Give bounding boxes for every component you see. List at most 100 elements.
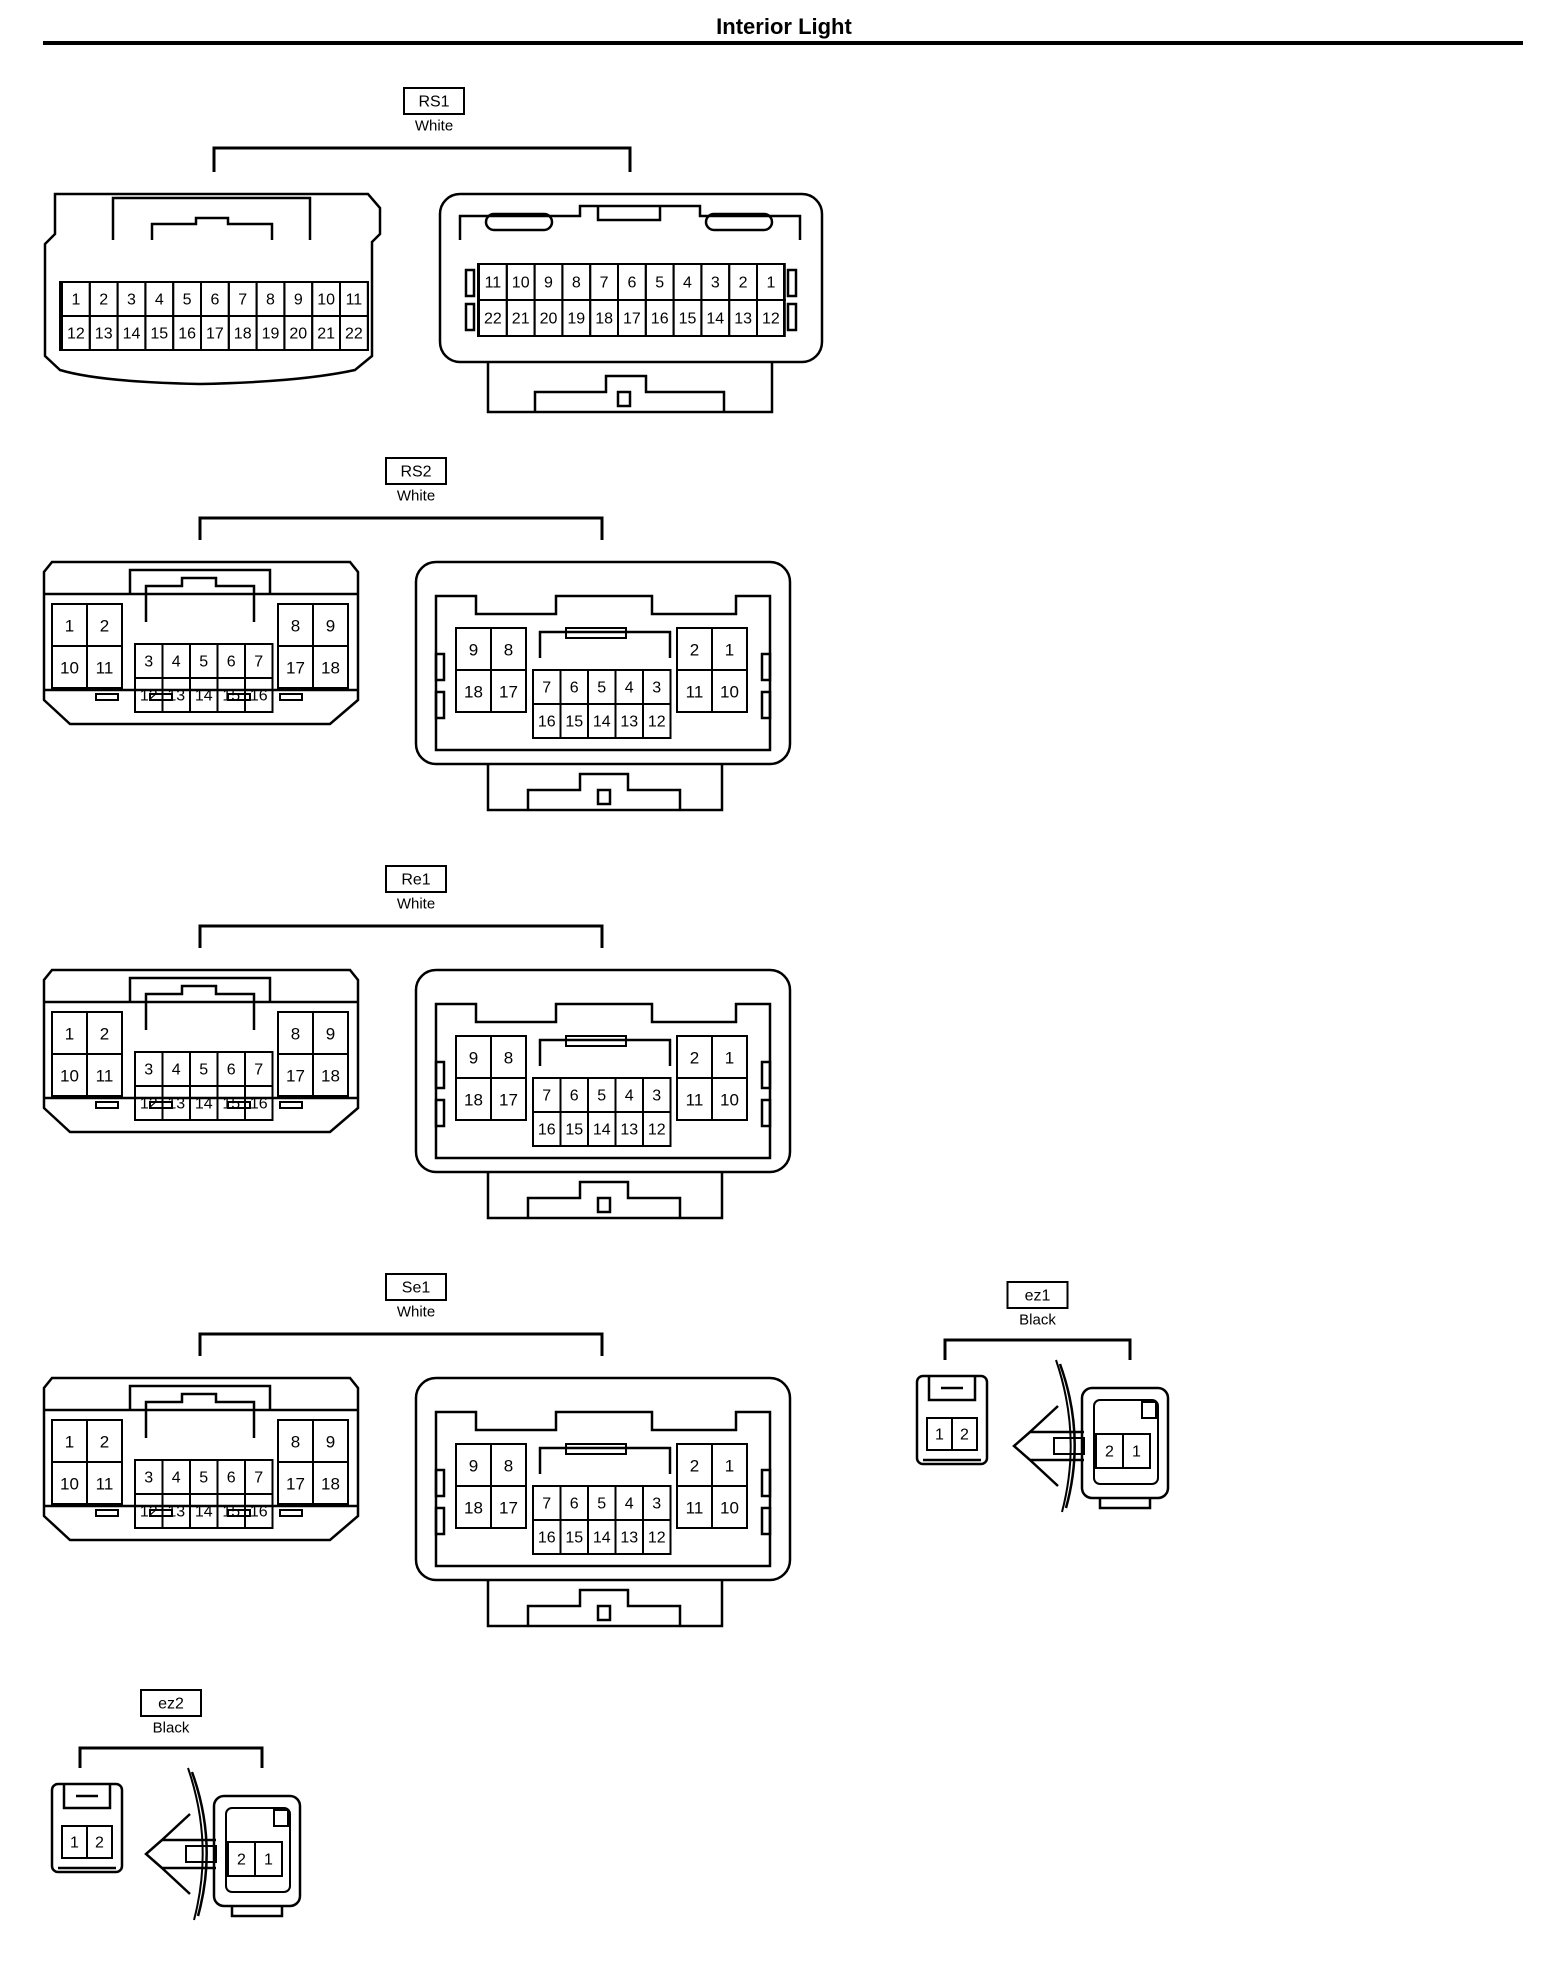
inner-frame <box>458 204 802 240</box>
pin-number: 20 <box>540 311 558 328</box>
lock-tab-notch <box>596 1196 612 1214</box>
polarity-mark <box>1141 1401 1157 1419</box>
inner-frame <box>225 1807 291 1893</box>
pin-number: 21 <box>317 326 335 343</box>
pin-number: 10 <box>317 292 335 309</box>
inner-frame <box>434 1002 772 1160</box>
pin-number: 20 <box>289 326 307 343</box>
guide <box>434 1098 446 1128</box>
latch-lever <box>144 1392 256 1438</box>
lock-housing <box>486 362 774 414</box>
lock-tab-notch <box>596 788 612 806</box>
housing <box>42 560 360 726</box>
pin-number: 9 <box>469 1457 478 1476</box>
pin-number: 2 <box>100 1025 109 1044</box>
clip-arm <box>187 1767 204 1921</box>
latch-frame <box>128 1384 272 1410</box>
clip-stem <box>185 1845 217 1863</box>
pin-number: 10 <box>60 1067 79 1086</box>
latch-lever <box>144 576 256 622</box>
pin-cell <box>490 1485 527 1529</box>
pin-number: 18 <box>321 1067 340 1086</box>
pin-number: 2 <box>690 641 699 660</box>
pin-number: 6 <box>570 1496 579 1513</box>
pin-number: 5 <box>199 654 208 671</box>
clip-arm <box>1058 1363 1076 1509</box>
lock-slot <box>484 212 554 232</box>
foot <box>1098 1498 1152 1510</box>
foot <box>227 693 251 701</box>
guide <box>434 652 446 682</box>
housing <box>915 1374 989 1466</box>
latch-frame <box>128 568 272 594</box>
foot <box>149 1101 173 1109</box>
pin-number: 2 <box>100 617 109 636</box>
guide <box>760 652 772 682</box>
pin-cell <box>642 1111 672 1147</box>
pin-number: 8 <box>504 641 513 660</box>
pin-number: 11 <box>96 659 114 678</box>
pin-number: 13 <box>167 688 185 705</box>
pin-number: 10 <box>720 1499 739 1518</box>
clip-barb <box>1012 1405 1084 1487</box>
pin-number: 11 <box>686 1091 704 1110</box>
pin-number: 9 <box>326 1433 335 1452</box>
pin-number: 7 <box>254 1062 263 1079</box>
clip-arm <box>1055 1359 1072 1513</box>
pin-number: 12 <box>648 1530 666 1547</box>
pin-cell <box>312 645 349 689</box>
guide <box>760 1468 772 1498</box>
pin-number: 8 <box>504 1049 513 1068</box>
pin-number: 12 <box>140 1096 158 1113</box>
lock-tab-notch <box>596 1604 612 1622</box>
pin-cell <box>86 645 123 689</box>
pin-number: 5 <box>199 1470 208 1487</box>
pin-number: 13 <box>167 1504 185 1521</box>
pin-number: 12 <box>140 688 158 705</box>
connector-color: White <box>397 1304 435 1321</box>
pin-number: 11 <box>346 292 363 309</box>
connector-code: RS1 <box>418 94 449 111</box>
pin-number: 4 <box>683 275 692 292</box>
housing <box>414 560 792 766</box>
pin-number: 18 <box>321 1475 340 1494</box>
housing <box>438 192 824 364</box>
pin-number: 18 <box>234 326 252 343</box>
pin-number: 15 <box>222 688 240 705</box>
pin-number: 7 <box>542 1496 551 1513</box>
pin-number: 13 <box>620 1530 638 1547</box>
pin-number: 22 <box>345 326 363 343</box>
pin-number: 2 <box>690 1049 699 1068</box>
pin-cell <box>642 703 672 739</box>
pin-number: 9 <box>544 275 553 292</box>
pin-number: 18 <box>464 683 483 702</box>
pin-number: 4 <box>172 1470 181 1487</box>
pin-number: 10 <box>720 683 739 702</box>
pin-number: 10 <box>512 275 530 292</box>
connector-code: Re1 <box>401 872 430 889</box>
pin-number: 6 <box>210 292 219 309</box>
foot <box>95 1101 119 1109</box>
pin-number: 14 <box>195 688 213 705</box>
pin-number: 12 <box>67 326 85 343</box>
latch-lever <box>144 984 256 1030</box>
guide <box>464 302 476 332</box>
bracket <box>198 924 604 948</box>
pin-number: 15 <box>222 1504 240 1521</box>
pin-number: 6 <box>227 654 236 671</box>
pin-number: 1 <box>725 641 734 660</box>
lock-housing <box>486 764 724 812</box>
pin-number: 2 <box>739 275 748 292</box>
connector-code: Se1 <box>402 1280 431 1297</box>
pin-cell <box>244 677 274 713</box>
pin-number: 1 <box>766 275 775 292</box>
pin-number: 13 <box>95 326 113 343</box>
pin-cell <box>254 1841 283 1877</box>
pin-number: 7 <box>254 1470 263 1487</box>
pin-number: 16 <box>538 1122 556 1139</box>
center-key <box>565 627 627 639</box>
